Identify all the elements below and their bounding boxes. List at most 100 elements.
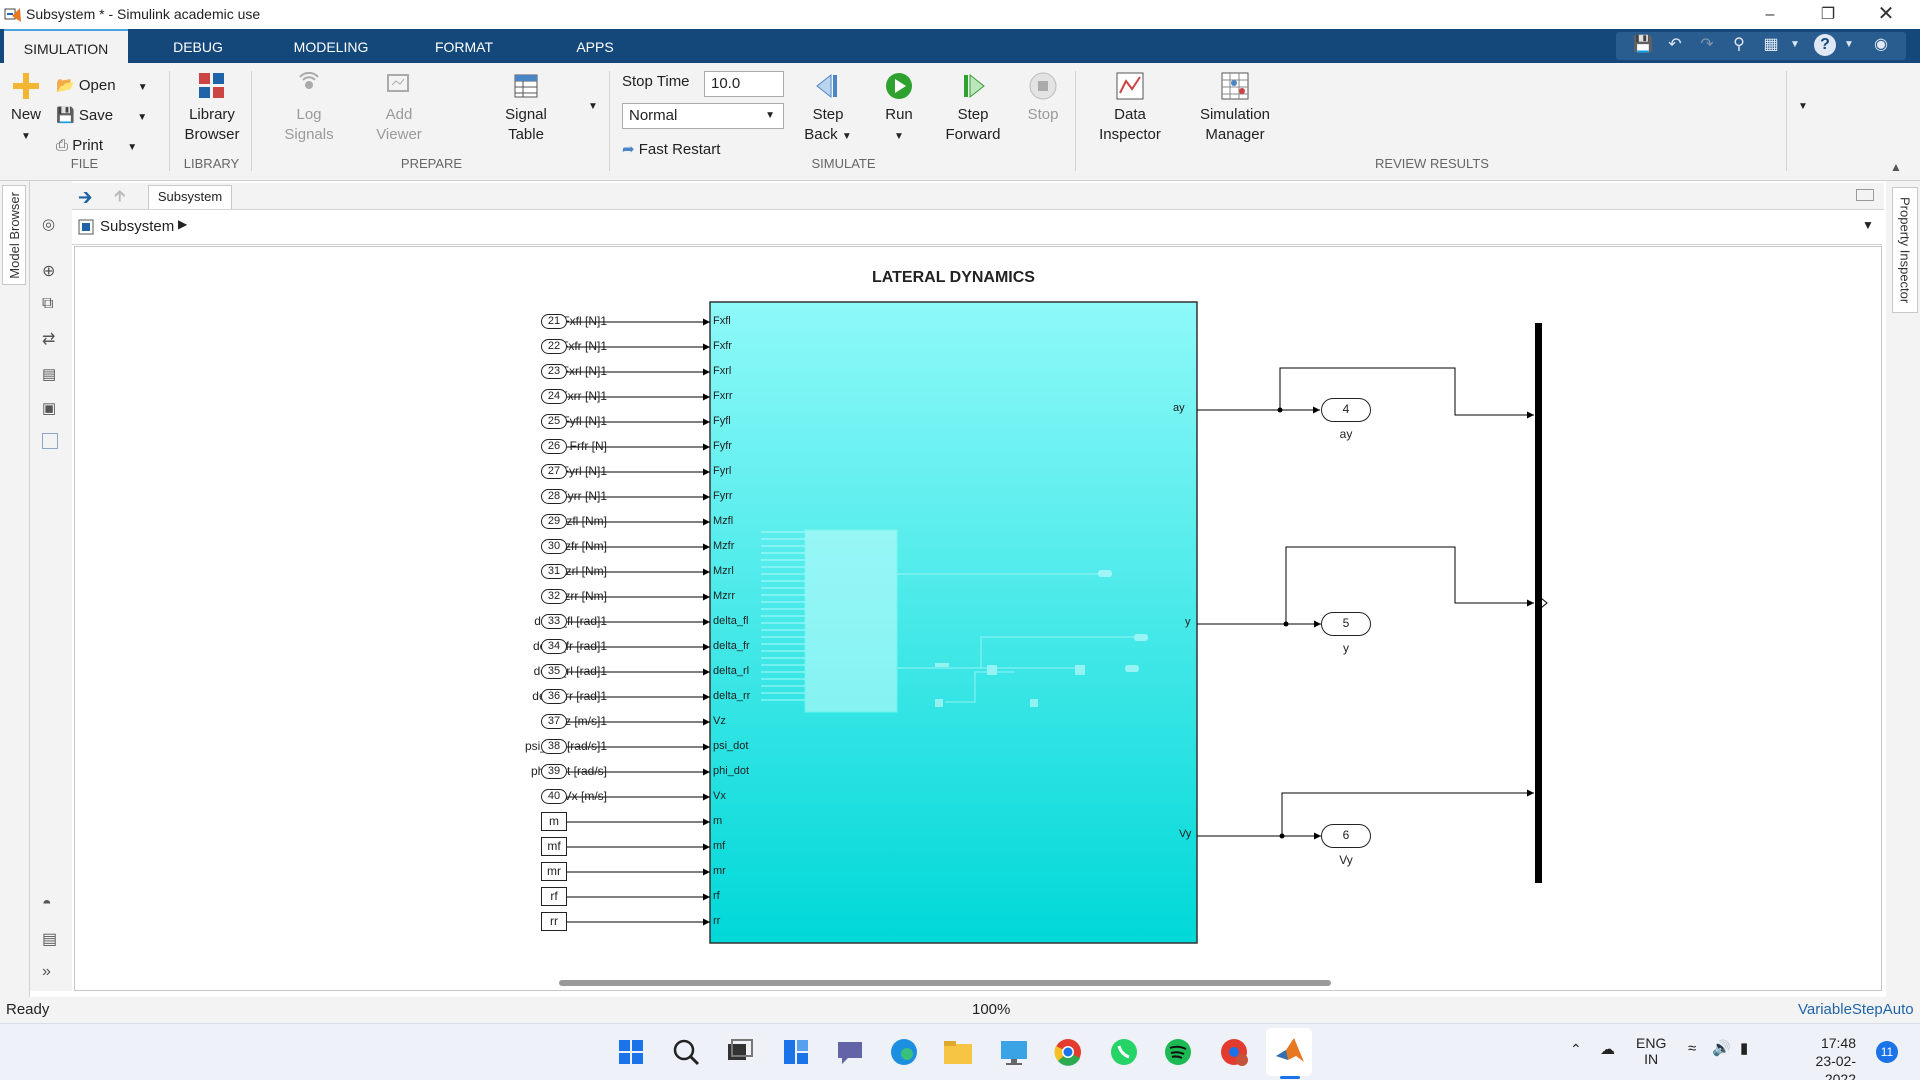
print-button[interactable]: ⎙ Print ▼ bbox=[56, 137, 138, 154]
tab-subsystem[interactable]: Subsystem bbox=[148, 185, 232, 209]
chevron-down-icon[interactable]: ▼ bbox=[1790, 39, 1800, 50]
undo-icon[interactable]: ↶ bbox=[1668, 36, 1682, 53]
breadcrumb-dropdown-icon[interactable]: ▼ bbox=[1862, 218, 1874, 232]
find-icon[interactable]: ▦ bbox=[1763, 36, 1779, 53]
inport-block[interactable]: 40 bbox=[541, 789, 567, 804]
tab-modeling[interactable]: MODELING bbox=[293, 39, 369, 55]
zoom-level[interactable]: 100% bbox=[972, 1001, 1011, 1018]
save-icon[interactable]: 💾 bbox=[1633, 36, 1653, 53]
area-icon[interactable] bbox=[42, 433, 58, 449]
open-button[interactable]: 📂 Open ▼ bbox=[56, 77, 148, 94]
stop-time-field[interactable]: 10.0 bbox=[704, 71, 784, 97]
inport-block[interactable]: 22 bbox=[541, 339, 567, 354]
chrome-icon[interactable] bbox=[1050, 1034, 1086, 1070]
inport-block[interactable]: 29 bbox=[541, 514, 567, 529]
teams-chat-icon[interactable] bbox=[832, 1034, 868, 1070]
inport-block[interactable]: 37 bbox=[541, 714, 567, 729]
volume-icon[interactable]: 🔊 bbox=[1712, 1040, 1731, 1057]
widgets-icon[interactable] bbox=[778, 1034, 814, 1070]
inport-block[interactable]: 28 bbox=[541, 489, 567, 504]
inport-block[interactable]: 27 bbox=[541, 464, 567, 479]
property-icon[interactable]: ▤ bbox=[42, 931, 58, 948]
minimize-button[interactable]: – bbox=[1765, 6, 1775, 23]
image-icon[interactable]: ▣ bbox=[42, 400, 57, 417]
inport-block[interactable]: 32 bbox=[541, 589, 567, 604]
inport-block[interactable]: 23 bbox=[541, 364, 567, 379]
onedrive-icon[interactable]: ☁ bbox=[1600, 1041, 1615, 1058]
mux-block[interactable] bbox=[1535, 323, 1542, 883]
task-view-icon[interactable] bbox=[722, 1034, 758, 1070]
expand-icon[interactable]: » bbox=[42, 963, 51, 980]
solver-link[interactable]: VariableStepAuto bbox=[1798, 1001, 1914, 1018]
outport-vy[interactable]: 6 bbox=[1321, 824, 1371, 848]
forward-arrow-icon[interactable]: 🡲 bbox=[78, 187, 93, 207]
hide-show-icon[interactable]: ◎ bbox=[42, 216, 56, 233]
matlab-icon[interactable] bbox=[1272, 1034, 1308, 1070]
outport-ay[interactable]: 4 bbox=[1321, 398, 1371, 422]
notification-badge[interactable]: 11 bbox=[1876, 1041, 1898, 1063]
inport-block[interactable]: 36 bbox=[541, 689, 567, 704]
annotation-icon[interactable]: ▤ bbox=[42, 366, 57, 383]
constant-block[interactable]: rf bbox=[541, 887, 567, 906]
whatsapp-icon[interactable] bbox=[1106, 1034, 1142, 1070]
constant-block[interactable]: m bbox=[541, 812, 567, 831]
breadcrumb-arrow-icon[interactable]: ▶ bbox=[178, 217, 188, 231]
file-explorer-icon[interactable] bbox=[940, 1034, 976, 1070]
inport-block[interactable]: 30 bbox=[541, 539, 567, 554]
outport-y[interactable]: 5 bbox=[1321, 612, 1371, 636]
tab-format[interactable]: FORMAT bbox=[434, 39, 494, 55]
inport-block[interactable]: 33 bbox=[541, 614, 567, 629]
fit-to-view-icon[interactable]: ⧉ bbox=[42, 295, 54, 312]
remote-desktop-icon[interactable] bbox=[996, 1034, 1032, 1070]
arrange-icon[interactable]: ⇄ bbox=[42, 331, 56, 348]
inport-block[interactable]: 21 bbox=[541, 314, 567, 329]
constant-block[interactable]: rr bbox=[541, 912, 567, 931]
tab-apps[interactable]: APPS bbox=[576, 39, 614, 55]
keyboard-icon[interactable] bbox=[1856, 189, 1874, 201]
search-icon[interactable]: ⚲ bbox=[1733, 36, 1745, 53]
collapse-ribbon-icon[interactable]: ▲ bbox=[1890, 160, 1902, 174]
new-button[interactable]: New▼ bbox=[6, 71, 46, 147]
chrome-profile-icon[interactable] bbox=[1216, 1034, 1252, 1070]
prepare-gallery-expand-icon[interactable]: ▼ bbox=[588, 101, 598, 112]
ribbon-expand-icon[interactable]: ▼ bbox=[1798, 101, 1808, 112]
constant-block[interactable]: mf bbox=[541, 837, 567, 856]
inport-block[interactable]: 38 bbox=[541, 739, 567, 754]
run-button[interactable]: Run▼ bbox=[874, 71, 924, 147]
inport-block[interactable]: 31 bbox=[541, 564, 567, 579]
wifi-icon[interactable]: ≈ bbox=[1688, 1040, 1697, 1057]
constant-block[interactable]: mr bbox=[541, 862, 567, 881]
simulation-mode-select[interactable]: Normal▼ bbox=[622, 103, 784, 129]
inport-block[interactable]: 35 bbox=[541, 664, 567, 679]
spotify-icon[interactable] bbox=[1160, 1034, 1196, 1070]
search-icon[interactable] bbox=[668, 1034, 704, 1070]
settings-icon[interactable]: ◉ bbox=[1874, 36, 1888, 53]
help-icon[interactable]: ? bbox=[1814, 34, 1836, 56]
zoom-in-icon[interactable]: ⊕ bbox=[42, 263, 56, 280]
edge-icon[interactable] bbox=[886, 1034, 922, 1070]
inport-block[interactable]: 39 bbox=[541, 764, 567, 779]
camera-icon[interactable]: ◓ bbox=[42, 895, 52, 912]
breadcrumb-subsystem[interactable]: Subsystem bbox=[100, 218, 175, 235]
restore-button[interactable]: ❐ bbox=[1820, 6, 1836, 23]
battery-icon[interactable]: ▮ bbox=[1740, 1040, 1749, 1057]
inport-block[interactable]: 25 bbox=[541, 414, 567, 429]
chevron-up-icon[interactable]: ⌃ bbox=[1570, 1041, 1582, 1057]
inport-block[interactable]: 34 bbox=[541, 639, 567, 654]
fast-restart-toggle[interactable]: ➦ Fast Restart bbox=[622, 141, 721, 158]
save-button[interactable]: 💾 Save ▼ bbox=[56, 107, 148, 124]
close-button[interactable]: ✕ bbox=[1877, 3, 1895, 25]
stop-button[interactable]: Stop bbox=[1020, 71, 1066, 125]
up-arrow-icon[interactable]: 🡱 bbox=[114, 188, 126, 205]
tab-debug[interactable]: DEBUG bbox=[173, 39, 223, 55]
